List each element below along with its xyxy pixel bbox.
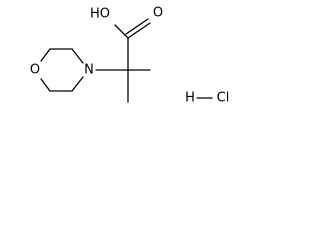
bond-n-c3 — [71, 76, 84, 92]
ring-oxygen-label: O — [30, 63, 40, 78]
bond-c4-ring-o — [40, 78, 51, 92]
side-chain — [95, 18, 151, 103]
bond-c2-n — [71, 48, 84, 64]
chemical-structure: HO O O N H Cl — [30, 6, 230, 106]
hydroxyl-label: HO — [90, 7, 110, 22]
ring-nitrogen-label: N — [84, 63, 94, 78]
salt-chlorine-label: Cl — [217, 91, 230, 106]
bond-carbonyl-double-1 — [127, 22, 151, 39]
bond-carboxyl-oh — [114, 24, 129, 39]
morpholine-ring — [40, 48, 84, 92]
carbonyl-oxygen-label: O — [153, 6, 163, 21]
salt-hydrogen-label: H — [185, 91, 195, 106]
bond-ring-o-c1 — [40, 48, 51, 62]
bond-carbonyl-double-2 — [125, 18, 149, 35]
